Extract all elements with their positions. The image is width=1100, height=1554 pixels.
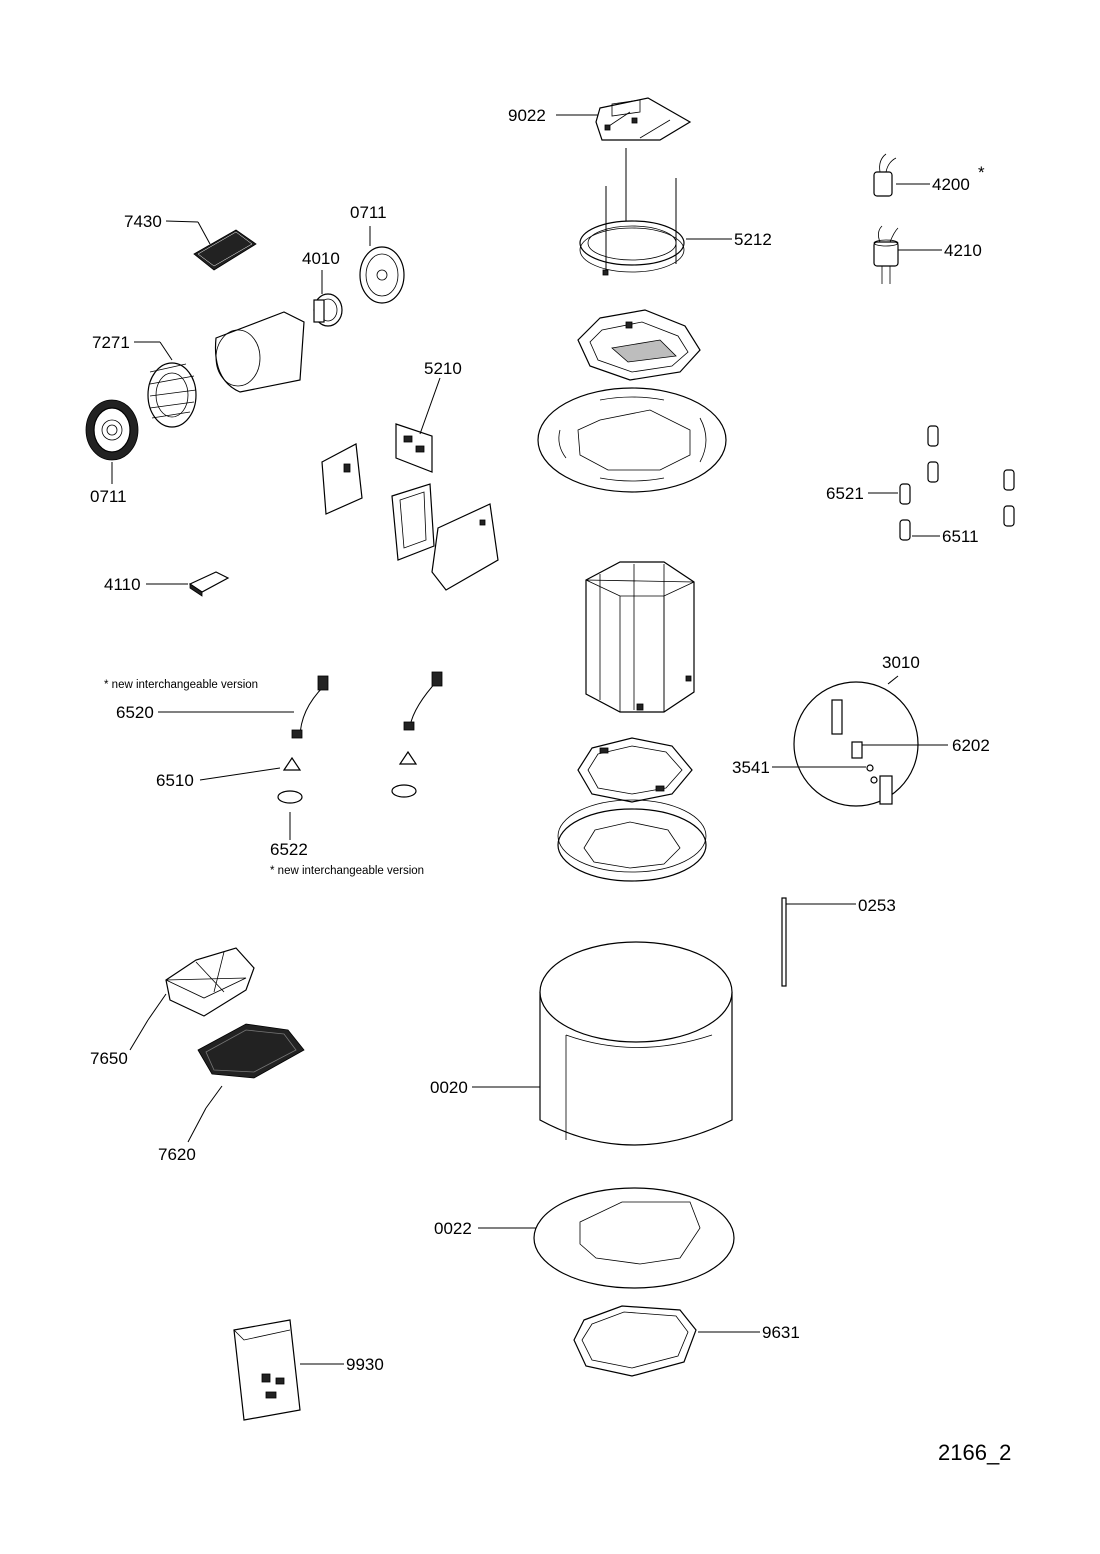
part-7650-carbon-filter xyxy=(165,947,255,1017)
label-7271: 7271 xyxy=(92,333,130,352)
label-4200: 4200 xyxy=(932,175,970,194)
part-slotted-disc xyxy=(537,387,727,493)
label-9930: 9930 xyxy=(346,1355,384,1374)
part-3010-detail xyxy=(793,681,919,807)
part-0020-chimney-cylinder xyxy=(539,941,733,1146)
document-id: 2166_2 xyxy=(938,1440,1011,1465)
label-6202: 6202 xyxy=(952,736,990,755)
part-octagon-frame-lower xyxy=(577,737,693,803)
label-3010: 3010 xyxy=(882,653,920,672)
label-6521: 6521 xyxy=(826,484,864,503)
part-5210-control-board xyxy=(321,423,499,591)
label-0711-bottom: 0711 xyxy=(90,487,127,506)
part-7620-grease-filter xyxy=(197,1023,305,1079)
part-4110-transformer xyxy=(188,571,230,597)
part-9930-accessory-bag xyxy=(233,1319,301,1421)
label-4010: 4010 xyxy=(302,249,340,268)
label-6510: 6510 xyxy=(156,771,194,790)
part-4210-capacitor xyxy=(873,225,899,284)
part-octagon-frame-upper xyxy=(577,309,701,381)
part-octagonal-column xyxy=(585,561,695,713)
label-9022: 9022 xyxy=(508,106,546,125)
part-5212-ring xyxy=(579,178,685,276)
label-5210: 5210 xyxy=(424,359,462,378)
label-5212: 5212 xyxy=(734,230,772,249)
label-0711-top: 0711 xyxy=(350,203,387,222)
label-0253: 0253 xyxy=(858,896,896,915)
label-4110: 4110 xyxy=(104,575,141,594)
label-0022: 0022 xyxy=(434,1219,472,1238)
label-6511: 6511 xyxy=(942,527,979,546)
part-lamp-cables xyxy=(277,671,443,804)
part-lower-ring xyxy=(557,799,707,882)
part-4200-capacitor xyxy=(873,153,897,197)
label-9631: 9631 xyxy=(762,1323,800,1342)
label-6522: 6522 xyxy=(270,840,308,859)
part-0022-ring-plate xyxy=(533,1187,735,1289)
part-0711-bottom-grille xyxy=(85,399,139,461)
part-7271-impeller-housing xyxy=(147,311,305,428)
note-new-version-bottom: * new interchangeable version xyxy=(270,865,424,877)
label-3541: 3541 xyxy=(732,758,770,777)
part-0253-rod xyxy=(781,897,787,987)
part-0711-top-ring xyxy=(359,246,405,304)
part-lamp-bulbs xyxy=(899,425,1015,541)
label-7430: 7430 xyxy=(124,212,162,231)
label-7620: 7620 xyxy=(158,1145,196,1164)
part-9631-gasket xyxy=(573,1305,697,1377)
label-4210: 4210 xyxy=(944,241,982,260)
label-7650: 7650 xyxy=(90,1049,128,1068)
part-4010-motor xyxy=(313,293,343,327)
note-new-version-top: * new interchangeable version xyxy=(104,679,258,691)
asterisk-4200: * xyxy=(978,163,985,182)
label-6520: 6520 xyxy=(116,703,154,722)
label-0020: 0020 xyxy=(430,1078,468,1097)
leader-lines xyxy=(111,114,948,1365)
part-7430-grill xyxy=(193,229,257,271)
